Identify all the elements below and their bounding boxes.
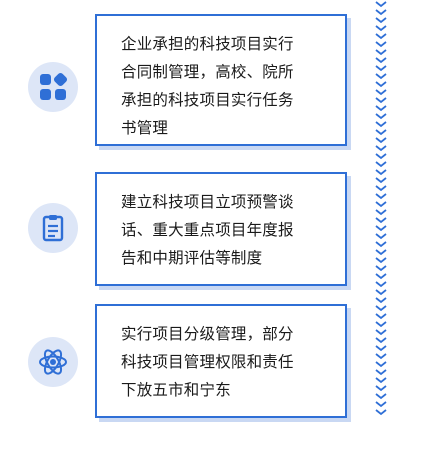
zigzag-chevron: [375, 113, 387, 120]
zigzag-chevron: [375, 153, 387, 160]
zigzag-chevron: [375, 17, 387, 24]
zigzag-chevron: [375, 1, 387, 8]
zigzag-chevron: [375, 9, 387, 16]
zigzag-chevron: [375, 313, 387, 320]
zigzag-chevron: [375, 33, 387, 40]
zigzag-chevron: [375, 129, 387, 136]
zigzag-chevron: [375, 409, 387, 416]
zigzag-chevron: [375, 369, 387, 376]
card-text-1: 企业承担的科技项目实行 合同制管理，高校、院所 承担的科技项目实行任务 书管理: [121, 35, 294, 137]
zigzag-chevron: [375, 305, 387, 312]
zigzag-chevron: [375, 161, 387, 168]
zigzag-chevron: [375, 49, 387, 56]
clipboard-icon: [28, 203, 78, 253]
zigzag-chevron: [375, 337, 387, 344]
zigzag-chevron: [375, 89, 387, 96]
card-text-2: 建立科技项目立项预警谈 话、重大重点项目年度报 告和中期评估等制度: [121, 193, 294, 267]
zigzag-chevron: [375, 385, 387, 392]
zigzag-chevron: [375, 377, 387, 384]
zigzag-chevron: [375, 233, 387, 240]
zigzag-chevron: [375, 249, 387, 256]
zigzag-chevron: [375, 273, 387, 280]
zigzag-chevron: [375, 257, 387, 264]
info-card-2: 建立科技项目立项预警谈 话、重大重点项目年度报 告和中期评估等制度: [95, 172, 347, 286]
info-card-1: 企业承担的科技项目实行 合同制管理，高校、院所 承担的科技项目实行任务 书管理: [95, 14, 347, 146]
info-card-3: 实行项目分级管理，部分 科技项目管理权限和责任 下放五市和宁东: [95, 304, 347, 418]
zigzag-chevron: [375, 393, 387, 400]
zigzag-chevron: [375, 329, 387, 336]
zigzag-chevron: [375, 73, 387, 80]
zigzag-chevron: [375, 145, 387, 152]
zigzag-chevron: [375, 121, 387, 128]
zigzag-chevron: [375, 177, 387, 184]
zigzag-chevron: [375, 265, 387, 272]
zigzag-chevron: [375, 217, 387, 224]
zigzag-chevron: [375, 209, 387, 216]
zigzag-chevron: [375, 105, 387, 112]
zigzag-chevron: [375, 401, 387, 408]
zigzag-border: [375, 1, 387, 416]
zigzag-chevron: [375, 201, 387, 208]
zigzag-chevron: [375, 25, 387, 32]
zigzag-chevron: [375, 185, 387, 192]
zigzag-chevron: [375, 353, 387, 360]
zigzag-chevron: [375, 193, 387, 200]
zigzag-chevron: [375, 97, 387, 104]
zigzag-chevron: [375, 321, 387, 328]
zigzag-chevron: [375, 297, 387, 304]
card-text-3: 实行项目分级管理，部分 科技项目管理权限和责任 下放五市和宁东: [121, 325, 294, 399]
zigzag-chevron: [375, 225, 387, 232]
zigzag-chevron: [375, 169, 387, 176]
zigzag-chevron: [375, 281, 387, 288]
grid-apps-icon: [28, 62, 78, 112]
zigzag-chevron: [375, 41, 387, 48]
zigzag-chevron: [375, 81, 387, 88]
zigzag-chevron: [375, 137, 387, 144]
zigzag-chevron: [375, 361, 387, 368]
zigzag-chevron: [375, 241, 387, 248]
zigzag-chevron: [375, 345, 387, 352]
zigzag-chevron: [375, 65, 387, 72]
atom-icon: [28, 337, 78, 387]
zigzag-chevron: [375, 57, 387, 64]
zigzag-chevron: [375, 289, 387, 296]
